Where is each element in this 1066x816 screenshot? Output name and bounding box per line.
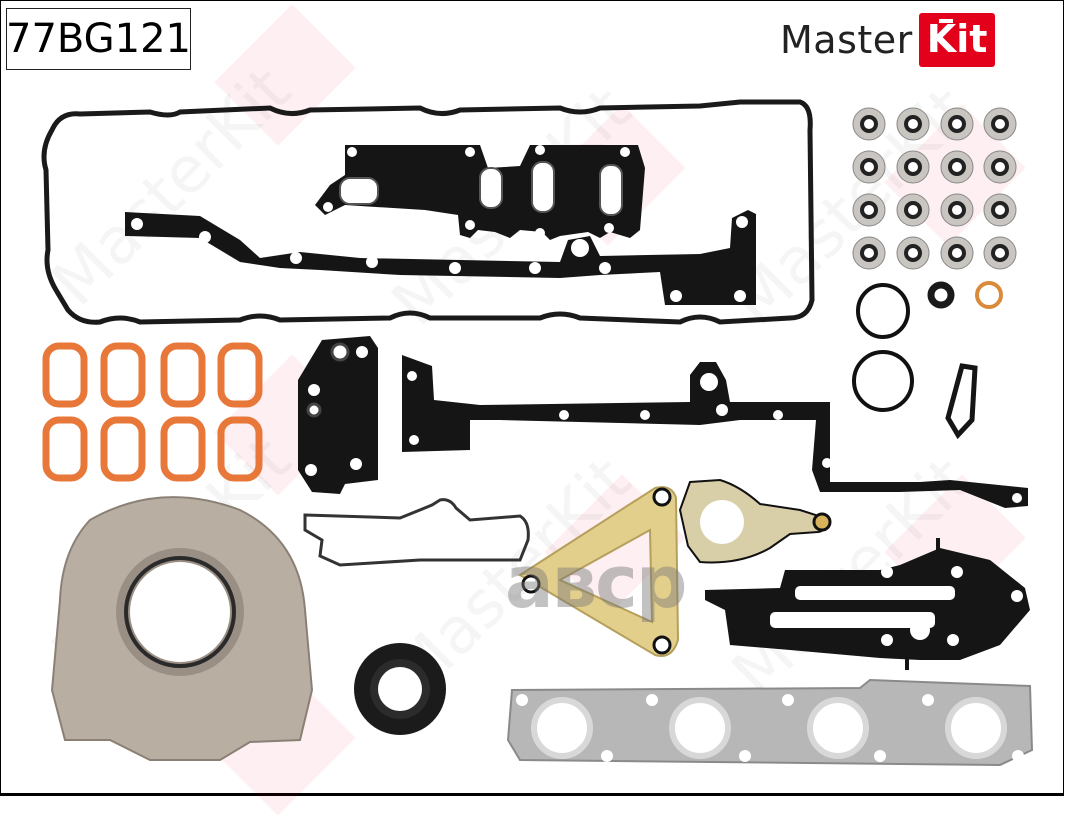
part-number-label: 77BG121 [6,8,191,70]
seller-watermark: aвср [505,540,687,624]
brand-logo: Master Kit [780,10,996,70]
long-cover-gasket-lower [402,355,1028,508]
triangle-gasket-yellow [518,486,680,657]
long-cover-gasket-upper [125,210,756,305]
brand-name-kit: Kit [918,13,996,67]
port-seals-orange [42,342,263,482]
part-number: 77BG121 [6,16,191,62]
rubber-profile-gasket [303,498,530,567]
brand-name-master: Master [780,18,913,62]
front-crank-seal [354,643,446,735]
valve-stem-seals [852,107,1017,270]
intake-manifold-gasket [315,145,645,240]
egr-cooler-gasket [705,538,1030,670]
valve-cover-gasket [41,99,815,325]
image-frame [0,0,1064,796]
o-rings [852,281,1003,412]
rear-main-seal-carrier [50,496,314,761]
loop-gasket [945,363,978,440]
exhaust-manifold-gasket [506,678,1034,767]
plate-gasket [298,336,378,494]
pump-gasket-metal [678,478,832,564]
